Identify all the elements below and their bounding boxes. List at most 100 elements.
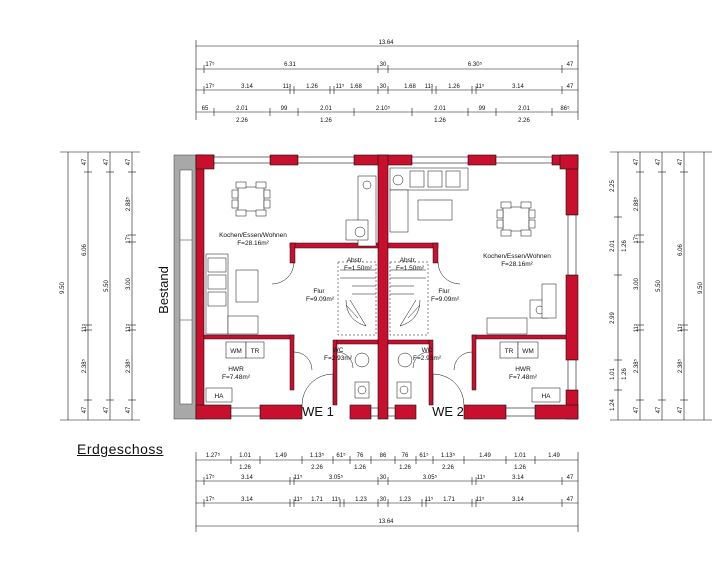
dim-t3-3: 1.26 <box>306 84 318 90</box>
dim-t3-10: 11⁵ <box>476 83 485 90</box>
dim-t3-4: 11⁵ <box>336 83 345 90</box>
we1-wc-area: F=2.93m² <box>324 355 353 362</box>
dim-b3-2: 11⁵ <box>294 496 303 503</box>
dim-t4b-1: 1.26 <box>320 118 332 124</box>
dim-t4-8: 86⁵ <box>560 105 570 112</box>
dim-t3-12: 47 <box>567 84 574 90</box>
room-labels-we1: Kochen/Essen/Wohnen F=28.16m² Flur F=9.0… <box>219 232 373 381</box>
we1-abstr-area: F=1.50m² <box>344 265 373 272</box>
dim-l2-3: 2.38⁵ <box>81 358 88 373</box>
dim-r3-1: 5.50 <box>656 280 662 292</box>
dim-b1-2: 1.49 <box>275 453 287 459</box>
we1-flur-area: F=9.09m² <box>306 296 335 303</box>
dim-r1b-1: 1.26 <box>622 368 628 380</box>
dim-r3-2: 47 <box>656 406 662 413</box>
wm-box-we2 <box>517 341 539 359</box>
dim-b2-8: 47 <box>567 475 574 481</box>
dim-r1-3: 1.01 <box>610 368 616 380</box>
dim-t4b-2: 1.26 <box>434 118 446 124</box>
right-dimension-text: 2.25 2.01 2.99 1.01 1.24 1.26 1.26 47 2.… <box>610 158 704 413</box>
dim-r2-5: 2.38⁵ <box>633 358 640 373</box>
dim-t4-6: 99 <box>479 106 486 112</box>
dim-r2-6: 47 <box>634 406 640 413</box>
dim-l4-0: 47 <box>126 158 132 165</box>
dim-left-total: 9.50 <box>60 282 66 294</box>
dim-l4-4: 11⁵ <box>125 323 132 332</box>
dim-t4-5: 2.01 <box>434 106 446 112</box>
unit-label-we2: WE 2 <box>432 404 464 419</box>
we1-flur-name: Flur <box>313 288 325 295</box>
tr-box-we1 <box>245 341 265 359</box>
dim-t4-1: 2.01 <box>236 106 248 112</box>
dim-t2-4: 47 <box>567 62 574 68</box>
room-labels-we2: Kochen/Essen/Wohnen F=28.16m² Flur F=9.0… <box>396 253 551 381</box>
dim-t3-6: 30 <box>380 84 387 90</box>
we2-wc-area: F=2.93m² <box>413 355 442 362</box>
dim-b3-9: 1.71 <box>443 497 455 503</box>
dim-t4-4: 2.10⁵ <box>376 105 391 112</box>
dim-t3-7: 1.68 <box>404 84 416 90</box>
windows <box>213 156 577 417</box>
dim-b3-11: 3.14 <box>512 497 524 503</box>
dim-r3-0: 47 <box>656 158 662 165</box>
we2-hwr-area: F=7.48m² <box>509 374 538 381</box>
dim-t4b-3: 2.26 <box>518 118 530 124</box>
dim-b2-0: 17⁵ <box>205 474 215 481</box>
dim-t3-8: 11⁵ <box>425 83 434 90</box>
dim-b1b-5: 1.26 <box>514 465 526 471</box>
dim-top-total: 13.64 <box>378 40 394 46</box>
dim-t4-0: 65 <box>202 106 209 112</box>
dim-t4-3: 2.01 <box>320 106 332 112</box>
dim-b1-4: 61⁵ <box>336 452 346 459</box>
we2-flur-name: Flur <box>438 288 450 295</box>
dim-t4b-0: 2.26 <box>236 118 248 124</box>
dim-b1-10: 1.49 <box>479 453 491 459</box>
dim-b1-9: 1.13⁵ <box>441 452 456 459</box>
dim-r2-1: 2.88⁵ <box>633 196 640 211</box>
interior-walls <box>203 242 567 406</box>
ha-box-we1 <box>205 387 233 403</box>
dim-b1b-2: 1.26 <box>354 465 366 471</box>
furniture-we2 <box>389 167 557 335</box>
dim-r2-0: 47 <box>634 158 640 165</box>
dim-b3-7: 1.23 <box>399 497 411 503</box>
dim-l3-2: 47 <box>104 406 110 413</box>
existing-building: Bestand <box>156 154 197 420</box>
dim-b1-6: 86 <box>380 453 387 459</box>
drawing-title: Erdgeschoss <box>77 441 164 457</box>
dim-b3-5: 1.23 <box>355 497 367 503</box>
doors <box>271 261 473 406</box>
left-dimension-chains <box>60 151 140 421</box>
dim-b2-4: 30 <box>380 475 387 481</box>
we2-wc-name: WC <box>422 347 433 354</box>
dim-b1-5: 76 <box>357 453 364 459</box>
bestand-label: Bestand <box>156 266 171 314</box>
dim-r2-3: 3.00 <box>634 278 640 290</box>
dim-l2-1: 6.06 <box>82 244 88 256</box>
dim-b3-1: 3.14 <box>241 497 253 503</box>
dim-l2-2: 11⁵ <box>81 323 88 332</box>
dim-b1b-1: 2.26 <box>311 465 323 471</box>
we2-hwr-name: HWR <box>515 366 531 373</box>
dim-l2-4: 47 <box>82 406 88 413</box>
dim-l4-1: 2.88⁵ <box>125 196 132 211</box>
dim-t2-3: 6.30⁵ <box>468 61 483 68</box>
dim-t4-7: 2.01 <box>518 106 530 112</box>
equipment-labels: WM TR HA TR WM HA <box>214 348 551 400</box>
dim-b2-1: 3.14 <box>241 475 253 481</box>
dim-l4-3: 3.00 <box>126 278 132 290</box>
dim-t3-11: 3.14 <box>512 84 524 90</box>
dim-l3-1: 5.50 <box>104 280 110 292</box>
dim-t3-1: 3.14 <box>241 84 253 90</box>
dim-r4-2: 11⁵ <box>677 323 684 332</box>
dim-l2-0: 47 <box>82 158 88 165</box>
ha-label-we2: HA <box>541 393 551 400</box>
dim-t4-2: 99 <box>281 106 288 112</box>
dim-r4-4: 47 <box>678 406 684 413</box>
dim-r4-0: 47 <box>678 158 684 165</box>
dim-b1-1: 1.01 <box>239 453 251 459</box>
staircase-we2 <box>389 261 429 336</box>
dim-b3-4: 11⁵ <box>332 496 341 503</box>
dim-b1-8: 61⁵ <box>419 452 429 459</box>
